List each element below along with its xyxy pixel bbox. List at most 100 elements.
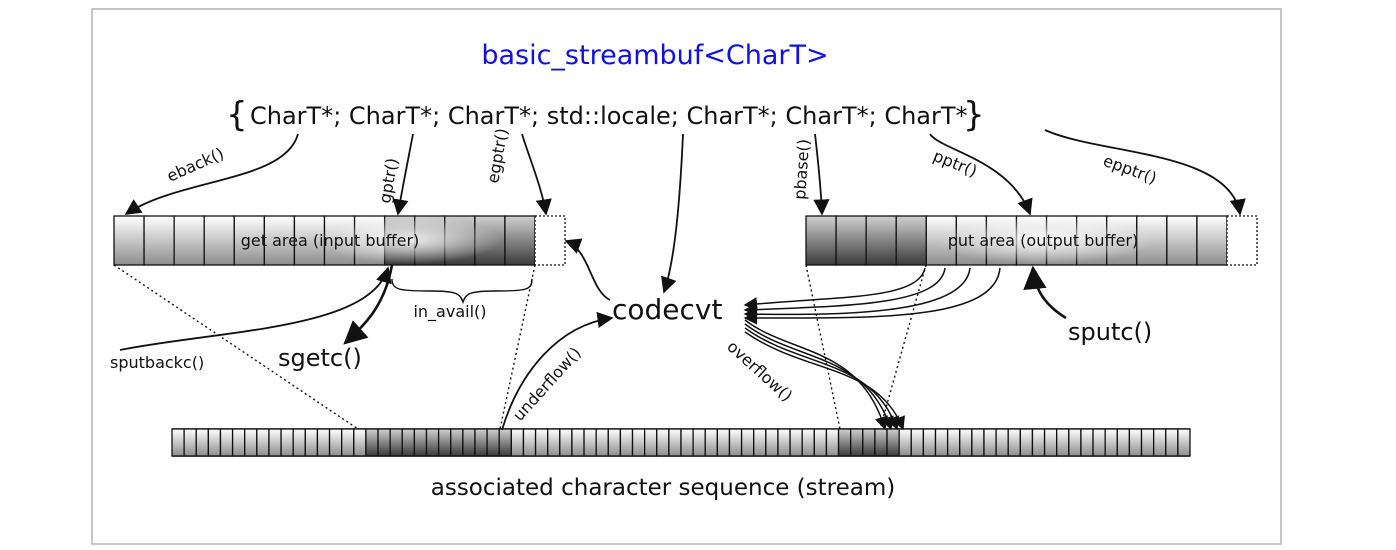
stream-cell [1019, 428, 1034, 457]
stream-cell [1104, 428, 1118, 457]
stream-cell [462, 428, 476, 457]
stream-cell [898, 428, 912, 457]
stream-cell [389, 428, 403, 457]
put-area-cell [805, 215, 837, 266]
stream-cell [280, 428, 294, 457]
sgetc-label: sgetc() [278, 344, 362, 372]
stream-cell [1056, 428, 1070, 457]
get-area-label: get area (input buffer) [241, 231, 420, 250]
get-area-cell [173, 215, 205, 266]
stream-cell [256, 428, 270, 457]
diagram-title: basic_streambuf<CharT> [481, 40, 828, 71]
epptr-arrow [1044, 129, 1246, 216]
stream-cell [946, 428, 961, 457]
stream-cell [704, 428, 719, 457]
sputc-label: sputc() [1068, 318, 1152, 346]
stream-cell [862, 428, 876, 457]
projection-lines [113, 264, 927, 430]
stream-cell [837, 428, 852, 457]
stream-cell [595, 428, 609, 457]
put-area-cell [1196, 215, 1228, 266]
diagram-frame [91, 8, 1282, 545]
stream-label: associated character sequence (stream) [431, 475, 895, 501]
stream-cell [268, 428, 282, 457]
stream-cell [995, 428, 1009, 457]
codecvt-to-get-area-arrow [564, 238, 611, 301]
put-area-cell [835, 215, 867, 266]
stream-cell [922, 428, 937, 457]
stream-cell [474, 428, 488, 457]
stream-cell [401, 428, 416, 457]
stream-cell [692, 428, 706, 457]
stream-cell [1007, 428, 1021, 457]
get-area-cell [113, 215, 145, 266]
stream-cell [304, 428, 319, 457]
stream-cell [425, 428, 440, 457]
stream-cell [1152, 428, 1167, 457]
stream-cell [353, 428, 367, 457]
stream-cell [522, 428, 537, 457]
stream-cell [207, 428, 222, 457]
stream-cell [1068, 428, 1082, 457]
stream-cell [777, 428, 791, 457]
stream-cell [1165, 428, 1179, 457]
struct-open-brace: { [226, 95, 248, 135]
sputbackc-arrow [119, 266, 392, 351]
sputc-arrow [1023, 265, 1067, 320]
pptr-arrow [929, 133, 1033, 216]
stream-cell [510, 428, 525, 457]
stream-cell [1177, 428, 1191, 457]
stream-cell [789, 428, 803, 457]
pbase-arrow [813, 133, 830, 216]
stream-cell [716, 428, 731, 457]
put-area-end-slot [1226, 215, 1258, 266]
stream-cell [244, 428, 258, 457]
stream-cell [559, 428, 573, 457]
stream-cell [1116, 428, 1131, 457]
stream-cell [1080, 428, 1094, 457]
stream-cell [316, 428, 331, 457]
stream-cell [680, 428, 694, 457]
get-area-cell [263, 215, 296, 266]
stream-cell [1031, 428, 1046, 457]
put-area-cell [1166, 215, 1198, 266]
stream-cell [195, 428, 210, 457]
stream-cell [341, 428, 355, 457]
stream-cell [1043, 428, 1058, 457]
stream-cell [437, 428, 452, 457]
stream-cell [971, 428, 985, 457]
stream-cell [219, 428, 234, 457]
sputbackc-label: sputbackc() [110, 353, 204, 372]
get-area-cell [203, 215, 235, 266]
stream-cells [171, 428, 1191, 457]
stream-cell [656, 428, 670, 457]
stream-cell [886, 428, 900, 457]
locale-codecvt-arrow [661, 133, 684, 294]
stream-cell [765, 428, 779, 457]
in-avail-label: in_avail() [413, 302, 486, 322]
stream-cell [728, 428, 743, 457]
get-area-cell [293, 215, 326, 266]
stream-cell [171, 428, 185, 457]
stream-cell [183, 428, 197, 457]
stream-cell [631, 428, 646, 457]
stream-cell [753, 428, 767, 457]
get-area-cell [233, 215, 266, 266]
stream-cell [498, 428, 512, 457]
stream-cell [571, 428, 585, 457]
stream-cell [377, 428, 391, 457]
stream-cell [486, 428, 500, 457]
stream-cell [825, 428, 840, 457]
pbase-label: pbase() [790, 138, 813, 200]
stream-cell [801, 428, 815, 457]
stream-cell [292, 428, 306, 457]
codecvt-label: codecvt [612, 293, 722, 326]
stream-cell [910, 428, 925, 457]
stream-cell [583, 428, 597, 457]
stream-cell [850, 428, 864, 457]
put-area-cell [895, 215, 927, 266]
overflow-arrows [744, 319, 905, 431]
stream-cell [813, 428, 828, 457]
egptr-arrow [521, 133, 552, 216]
